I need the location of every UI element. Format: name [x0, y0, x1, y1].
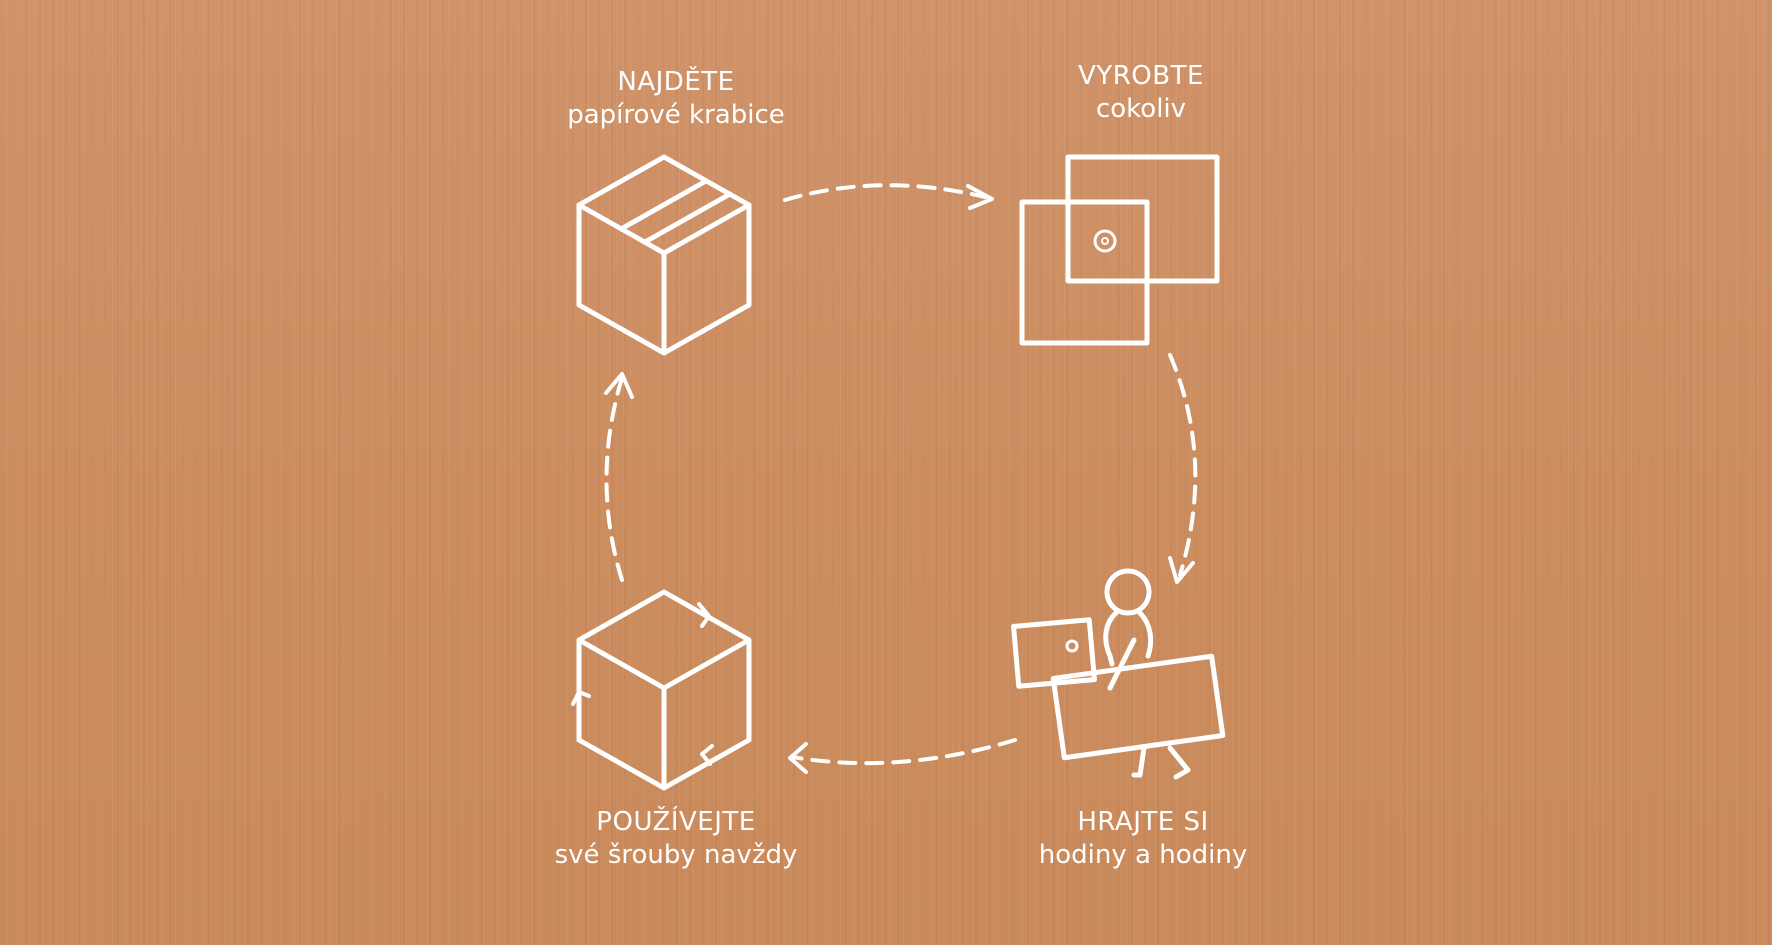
arrow-play-to-use [788, 738, 1017, 774]
step-make-subtitle: cokoliv [1095, 93, 1187, 124]
step-make-title: VYROBTE [1078, 61, 1204, 91]
arrow-make-to-play [1168, 353, 1198, 584]
step-find-title: NAJDĚTE [617, 67, 735, 97]
arrow-find-to-make [783, 183, 994, 210]
step-play-label: HRAJTE SI hodiny a hodiny [963, 806, 1323, 871]
cut-cardboard-panels-icon [1019, 154, 1220, 346]
recycle-box-icon [571, 589, 752, 791]
arrow-use-to-find [604, 372, 634, 582]
step-play-title: HRAJTE SI [1077, 807, 1209, 837]
step-make-label: VYROBTE cokoliv [961, 60, 1321, 125]
step-find-label: NAJDĚTE papírové krabice [496, 66, 856, 131]
step-play-subtitle: hodiny a hodiny [1038, 839, 1248, 870]
cardboard-box-icon [576, 154, 752, 356]
step-use-title: POUŽÍVEJTE [596, 807, 756, 837]
step-use-subtitle: své šrouby navždy [554, 839, 798, 870]
step-find-subtitle: papírové krabice [567, 99, 785, 130]
step-use-label: POUŽÍVEJTE své šrouby navždy [496, 806, 856, 871]
person-playing-with-boxes-icon [1011, 568, 1226, 780]
